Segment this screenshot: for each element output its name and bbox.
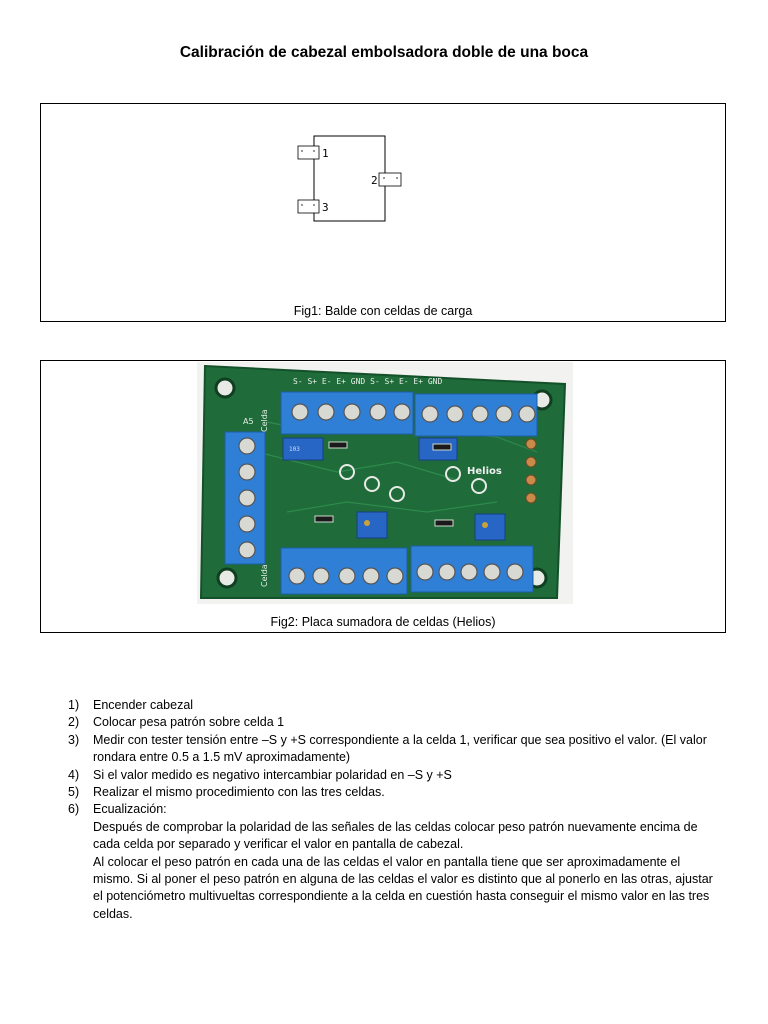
- instruction-list: 1) Encender cabezal 2) Colocar pesa patr…: [68, 697, 718, 923]
- left-connector-label: A5: [243, 417, 254, 426]
- cell-label-2: 2: [371, 174, 378, 187]
- list-item-number: 1): [68, 698, 80, 712]
- list-item-text: Medir con tester tensión entre –S y +S c…: [93, 732, 707, 765]
- top-terminal-block-right: [414, 393, 538, 437]
- list-item-text: Si el valor medido es negativo intercamb…: [93, 767, 452, 782]
- top-terminal-silkscreen: S- S+ E- E+ GND S- S+ E- E+ GND: [293, 377, 442, 386]
- list-item-text: Realizar el mismo procedimiento con las …: [93, 785, 385, 800]
- summing-board-photo: S- S+ E- E+ GND S- S+ E- E+ GND A5 Celda…: [197, 362, 573, 604]
- list-item: 5) Realizar el mismo procedimiento con l…: [68, 784, 718, 801]
- list-item-text: Colocar pesa patrón sobre celda 1: [93, 715, 285, 730]
- right-header-pins: [525, 438, 537, 504]
- equalization-paragraph-2: Al colocar el peso patrón en cada una de…: [93, 854, 713, 921]
- bottom-terminal-block-right: [410, 545, 534, 593]
- load-cell-2-icon: [378, 172, 402, 187]
- figure-2-frame: S- S+ E- E+ GND S- S+ E- E+ GND A5 Celda…: [40, 360, 726, 633]
- cell-label-3: 3: [322, 201, 329, 214]
- figure-2-caption: Fig2: Placa sumadora de celdas (Helios): [270, 615, 496, 629]
- list-item-number: 5): [68, 785, 80, 800]
- pot-marking: 103: [289, 446, 300, 453]
- list-item-number: 3): [68, 732, 80, 747]
- list-item: 4) Si el valor medido es negativo interc…: [68, 767, 718, 784]
- bottom-terminal-block-left: [280, 547, 408, 595]
- list-item-number: 6): [68, 802, 80, 817]
- left-celda-label: Celda: [260, 409, 269, 432]
- list-item-number: 4): [68, 767, 80, 782]
- figure-1-caption: Fig1: Balde con celdas de carga: [293, 304, 473, 318]
- list-item-text: Encender cabezal: [93, 698, 194, 712]
- equalization-paragraph-1: Después de comprobar la polaridad de las…: [93, 819, 698, 852]
- load-cell-1-icon: [297, 145, 320, 160]
- board-brand-label: Helios: [467, 466, 502, 477]
- cell-label-1: 1: [322, 147, 329, 160]
- list-item: 6) Ecualización: Después de comprobar la…: [68, 801, 718, 923]
- bottom-celda-label: Celda: [260, 564, 269, 587]
- list-item-number: 2): [68, 715, 80, 730]
- list-item: 1) Encender cabezal: [68, 697, 718, 714]
- list-item-text: Ecualización:: [93, 802, 167, 817]
- bucket-load-cell-diagram: 1 2 3: [297, 135, 402, 222]
- top-terminal-block-left: [280, 391, 414, 435]
- list-item: 3) Medir con tester tensión entre –S y +…: [68, 732, 718, 767]
- list-item: 2) Colocar pesa patrón sobre celda 1: [68, 714, 718, 731]
- page-title: Calibración de cabezal embolsadora doble…: [179, 44, 589, 61]
- load-cell-3-icon: [297, 199, 320, 214]
- left-terminal-block: [224, 431, 266, 565]
- figure-1-frame: 1 2 3 Fig1: Balde con celdas de carga: [40, 103, 726, 322]
